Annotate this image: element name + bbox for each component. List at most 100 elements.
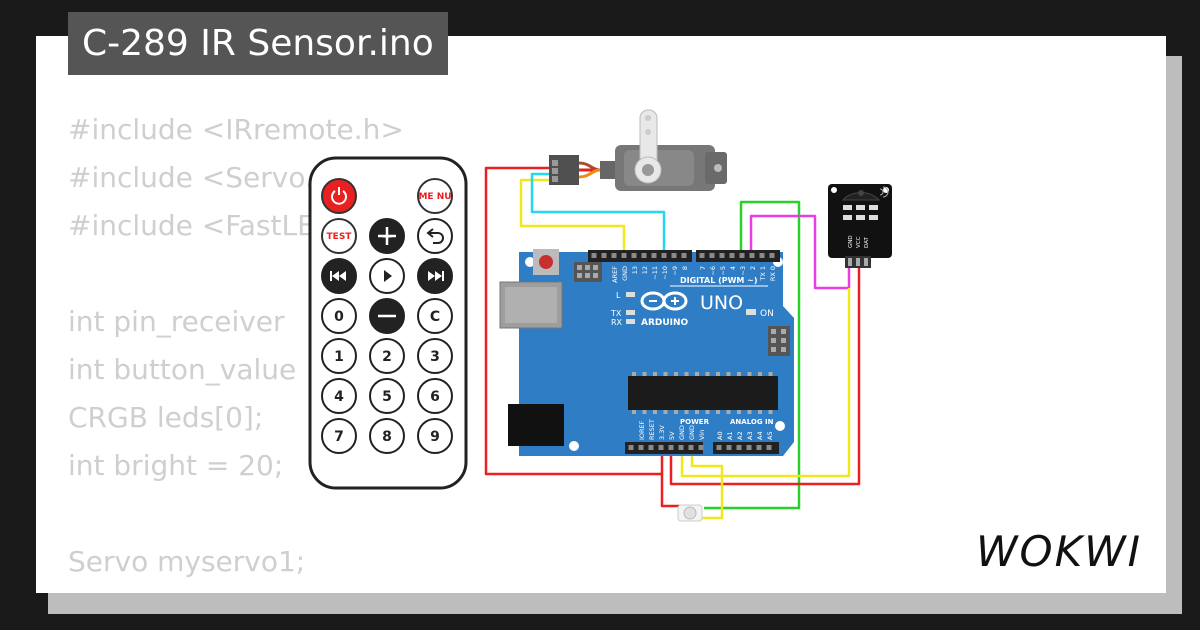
one-button-label: 1 — [334, 349, 344, 365]
wokwi-logo-text: WOKWI — [976, 527, 1142, 576]
ir-pin-label: VCC — [856, 236, 862, 248]
top-pin-label: 7 — [699, 266, 707, 270]
return-icon — [426, 228, 444, 244]
top-pin-label: ~3 — [739, 266, 747, 276]
bottom-pin-label: 3.3V — [658, 425, 666, 440]
nine-button[interactable]: 9 — [417, 418, 453, 454]
top-pin-label: AREF — [611, 266, 619, 283]
two-button-label: 2 — [382, 349, 392, 365]
wire-red-led-power — [660, 474, 680, 508]
seven-button[interactable]: 7 — [321, 418, 357, 454]
minus-button[interactable] — [369, 298, 405, 334]
three-button[interactable]: 3 — [417, 338, 453, 374]
plus-button-label: + — [381, 229, 393, 245]
c-button-label: C — [430, 309, 440, 325]
rewind-icon — [330, 271, 346, 281]
back-button[interactable] — [417, 218, 453, 254]
bottom-pin-label: A0 — [716, 431, 724, 440]
bottom-pin-label: 5V — [668, 431, 676, 440]
bottom-pin-label: A2 — [736, 431, 744, 440]
ir-pin-label: GND — [848, 235, 854, 248]
project-title[interactable]: C-289 IR Sensor.ino — [68, 12, 448, 75]
top-pin-label: 2 — [749, 266, 757, 270]
bottom-pin-label: IOREF — [638, 420, 646, 440]
code-line: #include <IRremote.h> — [68, 113, 404, 146]
eight-button[interactable]: 8 — [369, 418, 405, 454]
signal-icon — [879, 186, 889, 198]
bottom-pin-label: A4 — [756, 431, 764, 440]
power-icon — [331, 187, 347, 205]
rgb-led — [677, 504, 703, 522]
tx-led-label: TX — [610, 309, 622, 318]
top-pin-label: ~11 — [651, 266, 659, 280]
top-pin-label: 13 — [631, 266, 639, 274]
top-pin-label: ~5 — [719, 266, 727, 276]
analog-label: ANALOG IN — [730, 418, 774, 426]
wire-yellow-servo-signal — [519, 178, 626, 252]
four-button-label: 4 — [334, 389, 344, 405]
code-line: int pin_receiver — [68, 305, 285, 338]
bottom-pin-label: GND — [678, 425, 686, 440]
c-button[interactable]: C — [417, 298, 453, 334]
top-pin-label: GND — [621, 266, 629, 281]
wire-red-ir-vcc — [669, 258, 861, 486]
zero-button-label: 0 — [334, 309, 344, 325]
plus-icon — [378, 227, 396, 245]
top-pin-label: 12 — [641, 266, 649, 274]
four-button[interactable]: 4 — [321, 378, 357, 414]
arduino-model: UNO — [700, 292, 743, 314]
digital-label: DIGITAL (PWM ~) — [680, 276, 758, 285]
wire-yellow-led-gnd — [690, 448, 724, 520]
wokwi-logo: WOKWI — [976, 527, 1142, 576]
power-button[interactable] — [321, 178, 357, 214]
top-pin-label: TX 1 — [759, 266, 767, 282]
one-button[interactable]: 1 — [321, 338, 357, 374]
wire-yellow-ir-5v — [680, 288, 851, 478]
five-button[interactable]: 5 — [369, 378, 405, 414]
top-pin-label: 4 — [729, 266, 737, 270]
test-button-label: TEST — [327, 232, 353, 242]
wire-green-ir-data — [704, 200, 801, 510]
top-pin-label: 8 — [681, 266, 689, 270]
ir-pin-label: DAT — [864, 237, 870, 248]
wire-cyan-servo-gnd — [530, 172, 666, 252]
zero-button[interactable]: 0 — [321, 298, 357, 334]
arduino-logo-icon — [640, 291, 688, 311]
six-button[interactable]: 6 — [417, 378, 453, 414]
arduino-brand: ARDUINO — [641, 318, 689, 328]
bottom-pin-label: A3 — [746, 431, 754, 440]
plus-button[interactable]: + — [369, 218, 405, 254]
code-line: int button_value — [68, 353, 297, 386]
play-icon — [384, 270, 392, 282]
prev-button[interactable] — [321, 258, 357, 294]
six-button-label: 6 — [430, 389, 440, 405]
menu-button[interactable]: ME NU — [417, 178, 453, 214]
code-line: CRGB leds[0]; — [68, 401, 264, 434]
top-pin-label: ~6 — [709, 266, 717, 276]
five-button-label: 5 — [382, 389, 392, 405]
play-button[interactable] — [369, 258, 405, 294]
code-line: Servo myservo1; — [68, 545, 306, 578]
code-line: int bright = 20; — [68, 449, 284, 482]
wire-red-servo-power — [484, 166, 664, 476]
menu-button-label: ME NU — [418, 192, 451, 202]
bottom-pin-label: RESET — [648, 419, 656, 440]
bottom-pin-label: A5 — [766, 431, 774, 440]
three-button-label: 3 — [430, 349, 440, 365]
top-pin-label: RX 0 — [769, 266, 777, 281]
fast-forward-icon — [428, 271, 444, 281]
two-button[interactable]: 2 — [369, 338, 405, 374]
top-pin-label: ~9 — [671, 266, 679, 276]
nine-button-label: 9 — [430, 429, 440, 445]
bottom-pin-label: A1 — [726, 431, 734, 440]
power-label: POWER — [680, 418, 710, 426]
test-button[interactable]: TEST — [321, 218, 357, 254]
next-button[interactable] — [417, 258, 453, 294]
wire-magenta-ir-gnd — [749, 214, 851, 290]
on-led-label: ON — [760, 309, 774, 319]
top-pin-label: ~10 — [661, 266, 669, 280]
servo-motor — [549, 109, 727, 191]
